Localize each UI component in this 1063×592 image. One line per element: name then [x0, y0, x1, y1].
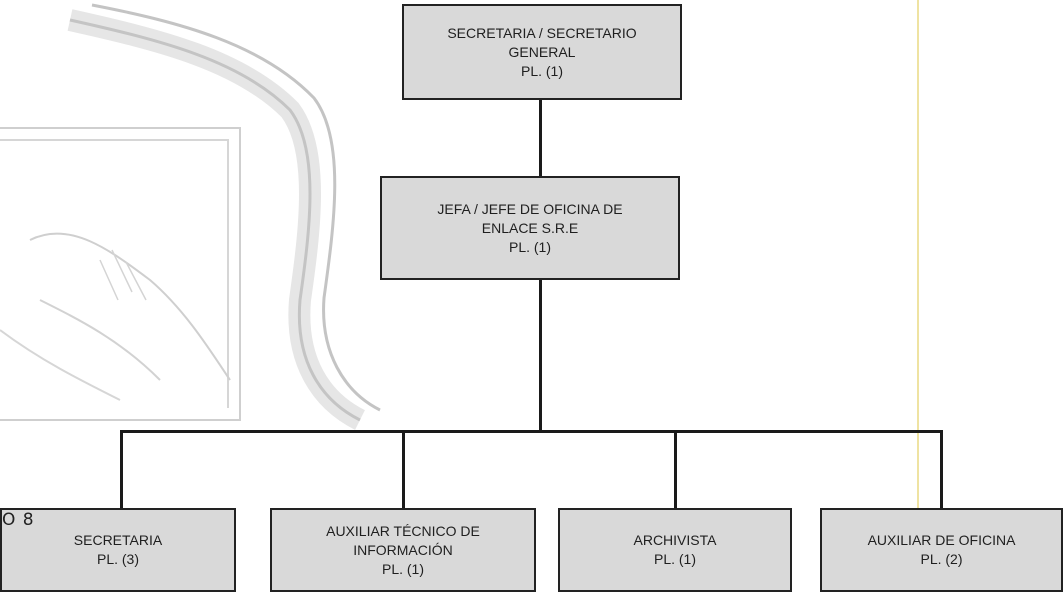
org-box-jefe-oficina-enlace: JEFA / JEFE DE OFICINA DE ENLACE S.R.E P…	[380, 176, 680, 280]
org-box-secretaria-plazas: PL. (3)	[96, 551, 139, 567]
org-box-secretaria-title: SECRETARIA	[73, 532, 163, 548]
org-box-secretaria: SECRETARIA PL. (3)	[0, 508, 236, 592]
connector-drop-auxiliar-oficina	[940, 430, 943, 510]
org-box-archivista: ARCHIVISTA PL. (1)	[558, 508, 792, 592]
org-box-secretario-general-title: SECRETARIA / SECRETARIO	[447, 24, 637, 41]
connector-top-to-middle	[539, 98, 542, 178]
org-box-auxiliar-oficina: AUXILIAR DE OFICINA PL. (2)	[820, 508, 1063, 592]
connector-horizontal-bus	[120, 430, 942, 433]
org-box-archivista-plazas: PL. (1)	[653, 551, 696, 567]
connector-middle-to-bus	[539, 278, 542, 432]
org-box-auxiliar-tecnico: AUXILIAR TÉCNICO DE INFORMACIÓN PL. (1)	[270, 508, 536, 592]
connector-drop-archivista	[674, 430, 677, 510]
org-box-jefe-oficina-enlace-title: JEFA / JEFE DE OFICINA DE	[437, 200, 623, 217]
org-box-jefe-oficina-enlace-plazas: PL. (1)	[508, 238, 551, 255]
connector-drop-auxiliar-tecnico	[402, 430, 405, 510]
org-box-auxiliar-oficina-plazas: PL. (2)	[920, 551, 963, 567]
org-box-auxiliar-tecnico-subtitle: INFORMACIÓN	[353, 541, 453, 558]
org-box-secretario-general-subtitle: GENERAL	[508, 43, 576, 60]
org-box-auxiliar-tecnico-plazas: PL. (1)	[381, 560, 424, 577]
corner-digits: O 8	[2, 510, 35, 530]
edge-line	[917, 0, 919, 588]
org-box-archivista-title: ARCHIVISTA	[633, 532, 717, 548]
org-box-jefe-oficina-enlace-subtitle: ENLACE S.R.E	[481, 219, 579, 236]
org-box-secretario-general-plazas: PL. (1)	[520, 62, 563, 79]
org-box-auxiliar-tecnico-title: AUXILIAR TÉCNICO DE	[326, 522, 480, 539]
connector-drop-secretaria	[120, 430, 123, 510]
org-box-auxiliar-oficina-title: AUXILIAR DE OFICINA	[867, 532, 1016, 548]
org-box-secretario-general: SECRETARIA / SECRETARIO GENERAL PL. (1)	[402, 4, 682, 100]
